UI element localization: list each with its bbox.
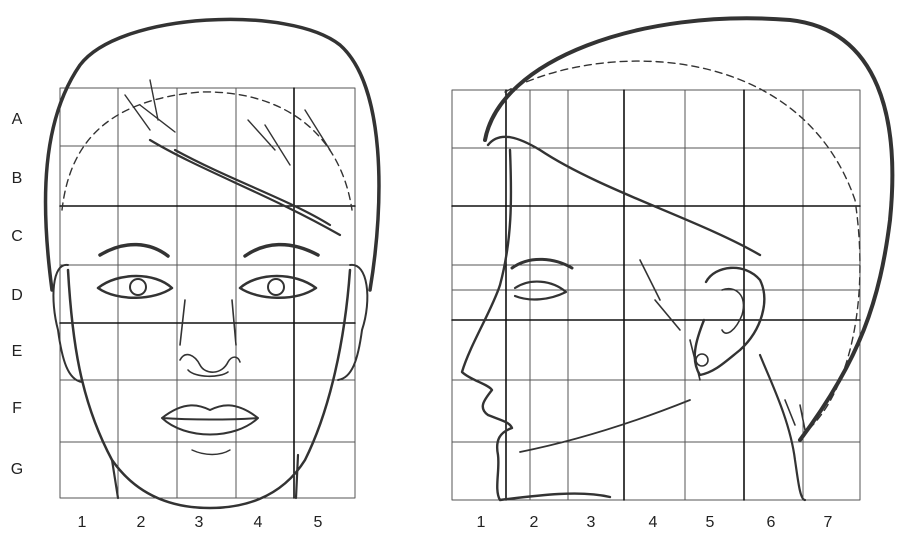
row-label-f: F <box>10 400 24 418</box>
front-right-eyebrow <box>245 245 318 256</box>
profile-eyebrow <box>512 259 572 268</box>
front-neck <box>112 455 298 498</box>
front-col-label-3: 3 <box>192 514 206 532</box>
profile-face-line <box>462 150 610 500</box>
front-left-eyebrow <box>100 245 168 256</box>
front-hair-outline <box>45 19 378 290</box>
front-right-iris <box>268 279 284 295</box>
profile-neck <box>760 355 805 500</box>
profile-view <box>452 18 892 500</box>
profile-col-label-2: 2 <box>527 514 541 532</box>
front-col-label-1: 1 <box>75 514 89 532</box>
front-mouth <box>162 405 258 434</box>
row-label-g: G <box>10 461 24 479</box>
front-col-label-2: 2 <box>134 514 148 532</box>
profile-crown-dashed <box>505 61 860 430</box>
profile-hair-outline <box>485 18 892 440</box>
row-label-d: D <box>10 287 24 305</box>
row-label-e: E <box>10 343 24 361</box>
profile-ear-inner <box>722 289 744 333</box>
row-label-c: C <box>10 228 24 246</box>
profile-col-label-4: 4 <box>646 514 660 532</box>
front-left-iris <box>130 279 146 295</box>
front-col-label-5: 5 <box>311 514 325 532</box>
profile-col-label-3: 3 <box>584 514 598 532</box>
row-label-a: A <box>10 111 24 129</box>
profile-earring <box>696 354 708 366</box>
front-chin <box>192 450 230 455</box>
front-fringe <box>150 140 340 235</box>
front-jaw-outline <box>68 270 350 508</box>
profile-col-label-5: 5 <box>703 514 717 532</box>
profile-col-label-1: 1 <box>474 514 488 532</box>
front-view <box>45 19 378 508</box>
front-col-label-4: 4 <box>251 514 265 532</box>
front-nose <box>180 300 240 376</box>
profile-jaw <box>520 400 690 452</box>
front-hairline-dashed <box>62 92 352 210</box>
profile-col-label-7: 7 <box>821 514 835 532</box>
row-label-b: B <box>10 170 24 188</box>
profile-eye <box>515 282 566 300</box>
profile-col-label-6: 6 <box>764 514 778 532</box>
profile-ear <box>695 268 764 375</box>
